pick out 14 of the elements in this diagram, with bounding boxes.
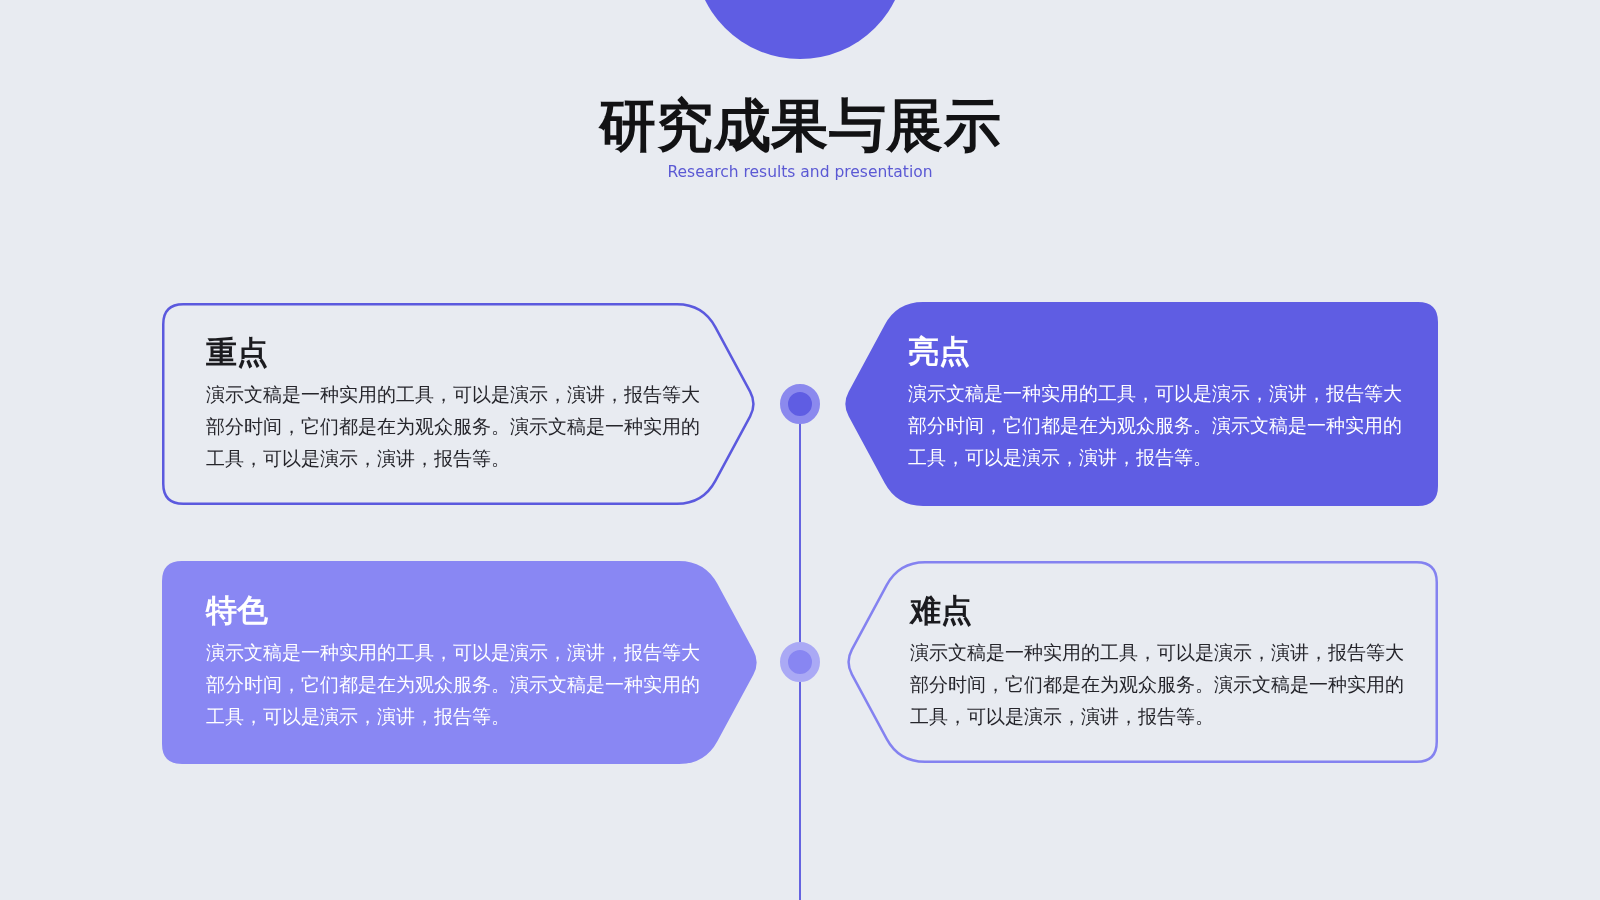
card-body-text: 演示文稿是一种实用的工具，可以是演示，演讲，报告等大部分时间，它们都是在为观众服务。演示文稿是一种实用的工具，可以是演示，演讲，报告等。	[206, 383, 701, 471]
card-heading: 亮点	[908, 333, 970, 370]
timeline-dot	[780, 642, 820, 682]
timeline-dot	[780, 384, 820, 424]
card-heading: 重点	[206, 334, 268, 371]
card-heading: 特色	[206, 592, 268, 629]
timeline-line	[799, 681, 801, 900]
card-heading: 难点	[910, 592, 972, 629]
card-body-text: 演示文稿是一种实用的工具，可以是演示，演讲，报告等大部分时间，它们都是在为观众服务。演示文稿是一种实用的工具，可以是演示，演讲，报告等。	[910, 641, 1405, 729]
timeline-line	[799, 423, 801, 643]
card-body-text: 演示文稿是一种实用的工具，可以是演示，演讲，报告等大部分时间，它们都是在为观众服务。演示文稿是一种实用的工具，可以是演示，演讲，报告等。	[206, 641, 701, 729]
card-body-text: 演示文稿是一种实用的工具，可以是演示，演讲，报告等大部分时间，它们都是在为观众服务。演示文稿是一种实用的工具，可以是演示，演讲，报告等。	[908, 382, 1403, 470]
subtitle: Research results and presentation	[667, 162, 933, 183]
title: 研究成果与展示	[598, 92, 1002, 158]
